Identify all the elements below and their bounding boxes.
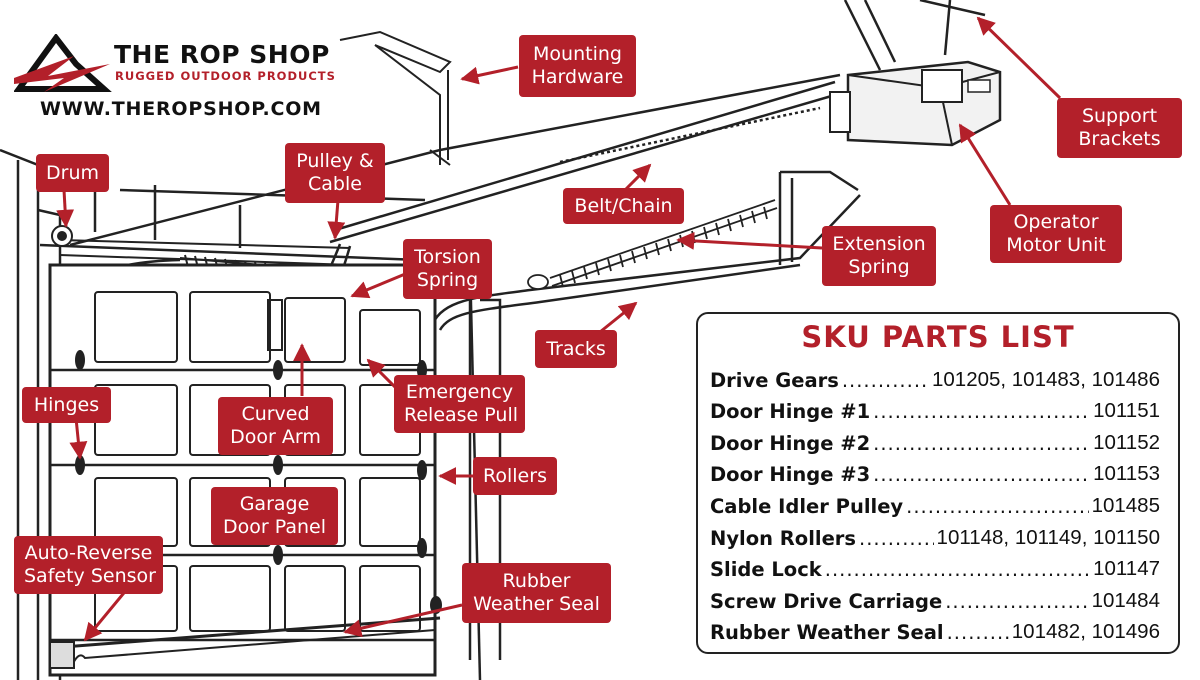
callout-line: Door Panel — [223, 516, 326, 538]
callout-line: Belt/Chain — [574, 194, 673, 217]
callout-line: Safety Sensor — [24, 565, 156, 587]
callout-arrows — [56, 16, 1062, 642]
callout-line: Spring — [848, 256, 910, 278]
callout-line: Support — [1081, 105, 1158, 127]
leader-dots — [906, 495, 1088, 518]
mountain-logo-icon — [14, 34, 112, 92]
part-sku: 101482, 101496 — [1011, 620, 1160, 644]
callout-line: Garage — [239, 493, 310, 515]
callout-line: Cable — [308, 173, 362, 195]
sku-row: Door Hinge #1 101151 — [710, 392, 1160, 424]
sku-row: Screw Drive Carriage 101484 — [710, 581, 1160, 613]
part-sku: 101485 — [1091, 493, 1160, 517]
sku-row: Door Hinge #2 101152 — [710, 423, 1160, 455]
part-name: Door Hinge #3 — [710, 463, 871, 487]
sku-list-title: SKU PARTS LIST — [801, 320, 1075, 354]
part-name: Screw Drive Carriage — [710, 589, 943, 613]
sku-row: Rubber Weather Seal 101482, 101496 — [710, 613, 1160, 645]
operator-motor-unit — [829, 60, 1002, 147]
callout-line: Drum — [46, 161, 99, 184]
sku-rows: Drive Gears 101205, 101483, 101486 Door H… — [710, 360, 1160, 645]
sku-row: Slide Lock 101147 — [710, 550, 1160, 582]
part-sku: 101205, 101483, 101486 — [931, 367, 1160, 391]
callout-line: Emergency — [405, 381, 514, 403]
part-name: Drive Gears — [710, 368, 839, 392]
callout-line: Curved — [241, 403, 310, 425]
callout-line: Door Arm — [230, 426, 321, 448]
callout-line: Tracks — [546, 337, 606, 360]
callout-garage-door-panel: Garage Door Panel — [211, 487, 338, 545]
brand-url: WWW.THEROPSHOP.COM — [40, 98, 322, 120]
part-sku: 101151 — [1093, 399, 1160, 423]
brand-block: THE ROP SHOP RUGGED OUTDOOR PRODUCTS WWW… — [14, 34, 354, 124]
callout-line: Mounting — [533, 43, 622, 65]
leader-dots — [842, 369, 929, 392]
leader-dots — [873, 463, 1090, 486]
sku-parts-list: SKU PARTS LIST Drive Gears 101205, 101483… — [696, 312, 1180, 654]
leader-dots — [825, 558, 1090, 581]
sku-row: Cable Idler Pulley 101485 — [710, 486, 1160, 518]
callout-pulley-cable: Pulley & Cable — [285, 143, 385, 203]
callout-line: Rollers — [483, 464, 547, 487]
extension-spring-coils — [527, 199, 778, 290]
leader-dots — [873, 432, 1090, 455]
part-sku: 101153 — [1093, 462, 1160, 486]
callout-line: Rubber — [502, 570, 571, 592]
sku-row: Drive Gears 101205, 101483, 101486 — [710, 360, 1160, 392]
part-name: Door Hinge #1 — [710, 400, 871, 424]
callout-line: Brackets — [1078, 128, 1161, 150]
callout-torsion-spring: Torsion Spring — [403, 239, 492, 299]
opener-rail — [69, 0, 986, 247]
callout-line: Weather Seal — [473, 593, 600, 615]
callout-mounting-hardware: Mounting Hardware — [519, 35, 636, 97]
callout-auto-reverse-safety-sensor: Auto-Reverse Safety Sensor — [14, 536, 163, 594]
callout-support-brackets: Support Brackets — [1057, 98, 1182, 158]
callout-line: Release Pull — [404, 404, 518, 426]
callout-line: Spring — [416, 269, 479, 291]
leader-dots — [873, 400, 1090, 423]
part-name: Slide Lock — [710, 558, 822, 582]
part-name: Rubber Weather Seal — [710, 621, 944, 645]
part-sku: 101148, 101149, 101150 — [936, 525, 1160, 549]
sku-row: Nylon Rollers 101148, 101149, 101150 — [710, 518, 1160, 550]
callout-line: Operator — [1013, 211, 1099, 233]
callout-rubber-weather-seal: Rubber Weather Seal — [462, 563, 611, 623]
callout-line: Pulley & — [296, 150, 374, 172]
part-name: Cable Idler Pulley — [710, 494, 904, 518]
callout-emergency-release-pull: Emergency Release Pull — [394, 375, 525, 433]
callout-drum: Drum — [36, 154, 109, 192]
part-sku: 101147 — [1093, 557, 1160, 581]
callout-extension-spring: Extension Spring — [822, 226, 936, 286]
brand-tagline: RUGGED OUTDOOR PRODUCTS — [115, 69, 336, 83]
part-sku: 101152 — [1093, 430, 1160, 454]
leader-dots — [945, 590, 1088, 613]
callout-line: Auto-Reverse — [24, 542, 153, 564]
leader-dots — [859, 527, 934, 550]
callout-rollers: Rollers — [473, 457, 557, 495]
leader-dots — [947, 621, 1009, 644]
callout-curved-door-arm: Curved Door Arm — [218, 397, 333, 455]
callout-line: Torsion — [414, 246, 481, 268]
callout-tracks: Tracks — [535, 330, 617, 368]
part-name: Door Hinge #2 — [710, 431, 871, 455]
callout-line: Motor Unit — [1006, 234, 1106, 256]
callout-belt-chain: Belt/Chain — [563, 188, 684, 224]
part-name: Nylon Rollers — [710, 526, 857, 550]
callout-hinges: Hinges — [22, 387, 111, 423]
callout-operator-motor-unit: Operator Motor Unit — [990, 205, 1122, 263]
part-sku: 101484 — [1091, 588, 1160, 612]
callout-line: Extension — [832, 233, 926, 255]
brand-name: THE ROP SHOP — [114, 40, 330, 69]
sku-row: Door Hinge #3 101153 — [710, 455, 1160, 487]
callout-line: Hardware — [531, 66, 624, 88]
callout-line: Hinges — [33, 393, 100, 416]
